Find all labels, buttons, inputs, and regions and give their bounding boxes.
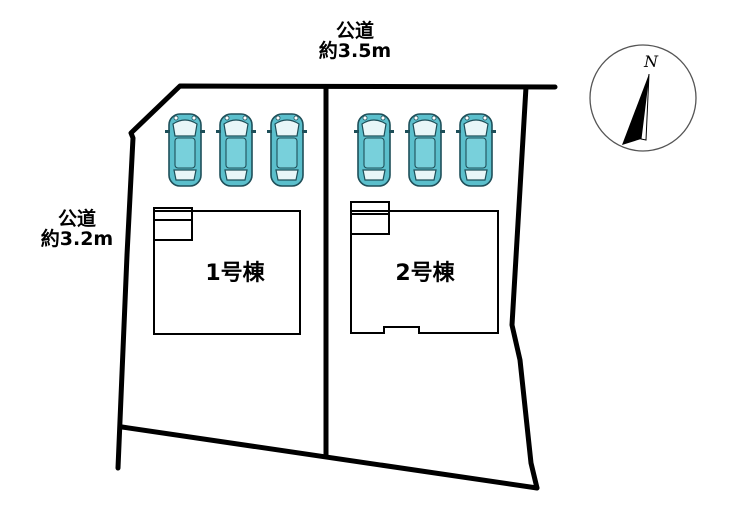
compass: N (589, 44, 697, 152)
parking-lot-1 (164, 113, 308, 187)
building-2 (350, 201, 499, 334)
building-1-entrance (153, 207, 193, 241)
compass-north-label: N (643, 52, 659, 71)
car-icon (266, 113, 308, 187)
boundary-bottom (119, 424, 540, 491)
building-2-outline (350, 210, 499, 334)
car-icon (455, 113, 497, 187)
car-icon (404, 113, 446, 187)
building-1-label: 1号棟 (205, 261, 265, 286)
top-road-width: 約3.5m (318, 39, 392, 62)
building-2-label: 2号棟 (395, 261, 455, 286)
parking-lot-2 (353, 113, 497, 187)
left-road-name: 公道 (57, 208, 96, 230)
boundary-right (509, 84, 540, 491)
top-road-name: 公道 (335, 20, 374, 42)
car-icon (353, 113, 395, 187)
boundary-top-left (115, 83, 558, 471)
lot-boundary (115, 83, 558, 491)
building-1-outline (153, 210, 301, 335)
left-road-label: 公道 約3.2m (22, 208, 132, 250)
left-road-width: 約3.2m (40, 227, 114, 250)
building-1 (153, 207, 301, 335)
top-road-label: 公道 約3.5m (300, 20, 410, 62)
building-2-entrance (350, 201, 390, 235)
car-icon (215, 113, 257, 187)
car-icon (164, 113, 206, 187)
